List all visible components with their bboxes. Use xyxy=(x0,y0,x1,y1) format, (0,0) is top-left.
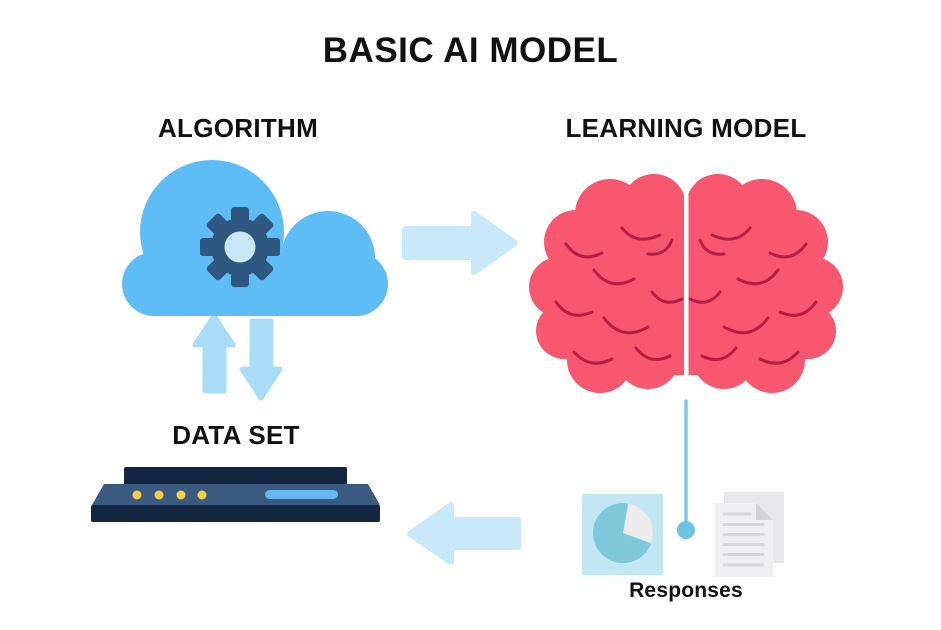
diagram-title: BASIC AI MODEL xyxy=(322,31,619,70)
arrow-left-icon xyxy=(407,502,521,565)
brain-icon xyxy=(529,170,843,400)
algorithm-label: ALGORITHM xyxy=(157,113,319,143)
cloud-gear-icon xyxy=(122,160,388,316)
learning-model-label: LEARNING MODEL xyxy=(565,113,807,143)
data-set-label: DATA SET xyxy=(172,420,300,450)
arrow-up-icon xyxy=(192,313,236,394)
arrow-down-icon xyxy=(239,318,283,401)
gear-icon xyxy=(200,207,280,287)
pie-chart-icon xyxy=(582,494,663,575)
responses-label: Responses xyxy=(629,579,743,602)
arrow-right-icon xyxy=(402,211,518,275)
server-icon xyxy=(91,467,380,522)
documents-icon xyxy=(715,492,784,577)
connector-line-dot xyxy=(677,399,695,539)
